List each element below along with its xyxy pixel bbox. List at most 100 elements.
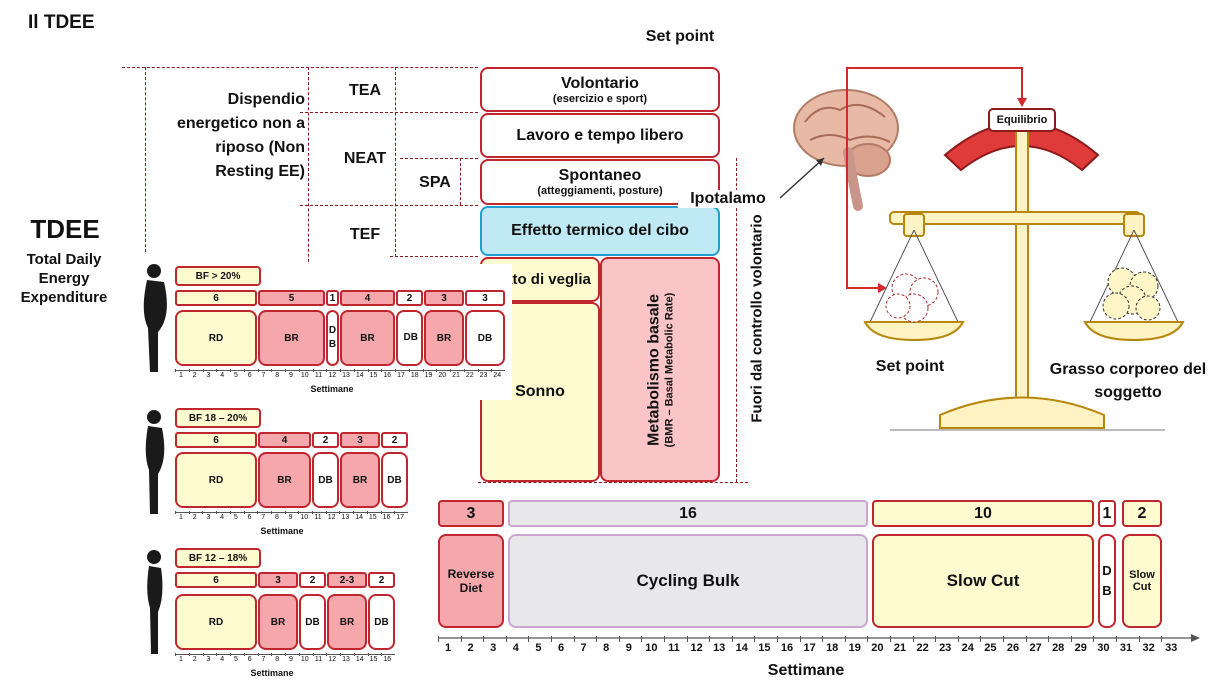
phase-block: BR	[258, 452, 311, 508]
axis-tick-label: 9	[288, 514, 293, 521]
weeks-label: 3	[466, 504, 476, 522]
axis-tick-mark	[408, 369, 410, 372]
axis-tick-mark	[257, 653, 259, 656]
weeks-label: 3	[441, 292, 447, 304]
axis-tick-label: 18	[410, 372, 419, 379]
axis-tick-label: 10	[300, 656, 309, 663]
phase-label: BR	[270, 616, 286, 628]
bf-badge: BF 18 – 20%	[175, 408, 261, 428]
axis-tick-label: 5	[535, 642, 542, 654]
axis-tick-label: 23	[939, 642, 952, 654]
axis-tick-mark	[243, 511, 245, 514]
weeks-cell: 4	[258, 432, 311, 448]
axis-tick-mark	[340, 369, 341, 372]
axis-tick-mark	[325, 511, 327, 514]
volontario-label: Volontario	[561, 74, 639, 92]
ipotalamo-label: Ipotalamo	[678, 190, 778, 208]
weeks-cell: 2	[381, 432, 408, 448]
axis-tick-mark	[422, 369, 424, 372]
phase-label: DB	[318, 474, 333, 486]
axis-tick-mark	[777, 636, 778, 642]
axis-tick-mark	[298, 369, 300, 372]
phase-label: Reverse Diet	[447, 567, 495, 595]
axis-tick-label: 13	[713, 642, 726, 654]
axis-tick-label: 4	[512, 642, 519, 654]
phase-block: Slow Cut	[872, 534, 1094, 628]
axis-tick-label: 19	[424, 372, 433, 379]
axis-tick-mark	[326, 653, 328, 656]
tef-label: TEF	[349, 226, 381, 243]
axis-tick-mark	[202, 653, 204, 656]
weeks-label: 3	[275, 574, 281, 586]
axis-tick-mark	[551, 636, 552, 642]
axis-tick-label: 22	[465, 372, 474, 379]
weeks-cell: 2	[312, 432, 339, 448]
balance-scale	[846, 67, 1185, 431]
weeks-cell: 16	[508, 500, 868, 527]
axis-tick-label: 29	[1074, 642, 1087, 654]
axis-tick-label: 33	[1165, 642, 1178, 654]
phase-label: BR	[339, 616, 355, 628]
guide-bmr	[390, 256, 478, 257]
axis-tick-mark	[202, 369, 204, 372]
weeks-label: 1	[329, 292, 336, 304]
bmr-label: (BMR – Basal Metabolic Rate)	[663, 292, 675, 447]
axis-tick-label: 21	[452, 372, 460, 379]
axis-tick-mark	[312, 369, 314, 372]
fuori-label: Fuori dal controllo volontario	[748, 214, 766, 423]
small-chart-3: BF 12 – 18% 6 3 2 2-3 2 RD BR DB BR DB 1…	[172, 548, 422, 684]
axis-title: Settimane	[260, 526, 304, 536]
weeks-label: 2-3	[339, 574, 355, 586]
phase-label: DB	[403, 332, 418, 343]
guide-tea-v	[395, 67, 396, 257]
axis-tick-mark	[754, 636, 756, 642]
axis-tick-mark	[243, 369, 245, 372]
big-axis-line	[438, 634, 1200, 642]
axis-tick-label: 2	[467, 642, 474, 654]
axis-tick-label: 2	[192, 656, 197, 663]
axis-tick-mark	[1161, 636, 1163, 642]
axis-tick-mark	[271, 369, 273, 372]
person-silhouette-1	[143, 264, 167, 372]
axis-tick-mark	[175, 653, 176, 656]
axis-tick-label: 5	[234, 656, 238, 663]
axis-tick-label: 6	[557, 642, 565, 654]
phase-block: BR	[424, 310, 464, 366]
axis-tick-label: 24	[961, 642, 974, 654]
axis-tick-label: 1	[179, 514, 183, 521]
axis-tick-mark	[257, 511, 259, 514]
axis-tick-mark	[1070, 636, 1072, 642]
weeks-cell: 2	[368, 572, 395, 588]
phase-block: RD	[175, 452, 257, 508]
neat-label: NEAT	[343, 150, 387, 167]
axis-tick-mark	[664, 636, 665, 642]
axis-tick-label: 24	[493, 372, 502, 379]
axis-tick-mark	[353, 653, 355, 656]
page-title: Il TDEE	[28, 12, 95, 33]
phase-block: DB	[299, 594, 326, 650]
axis-tick-label: 1	[444, 642, 452, 654]
phase-block: DB	[368, 594, 395, 650]
axis-tick-label: 15	[758, 642, 771, 654]
axis-tick-mark	[844, 636, 846, 642]
axis-tick-mark	[438, 636, 439, 642]
axis-tick-mark	[312, 653, 314, 656]
phase-block: DB	[312, 452, 339, 508]
weeks-cell: 1	[326, 290, 339, 306]
axis-tick-mark	[686, 636, 688, 642]
axis-tick-mark	[573, 636, 575, 642]
axis-tick-mark	[450, 369, 451, 372]
axis-tick-mark	[463, 369, 465, 372]
axis-tick-mark	[298, 511, 300, 514]
weeks-cell: 2	[1122, 500, 1162, 527]
axis-tick-mark	[395, 369, 396, 372]
bf-label: BF > 20%	[195, 270, 241, 282]
phase-block: Slow Cut	[1122, 534, 1162, 628]
axis-tick-label: 6	[247, 656, 252, 663]
axis-tick-label: 15	[369, 656, 378, 663]
phase-label: DB	[305, 616, 320, 628]
big-chart: 3 16 10 1 2 Reverse Diet Cycling Bulk Sl…	[436, 498, 1206, 688]
axis-tick-label: 7	[261, 514, 266, 521]
phase-label: DB	[387, 474, 402, 486]
